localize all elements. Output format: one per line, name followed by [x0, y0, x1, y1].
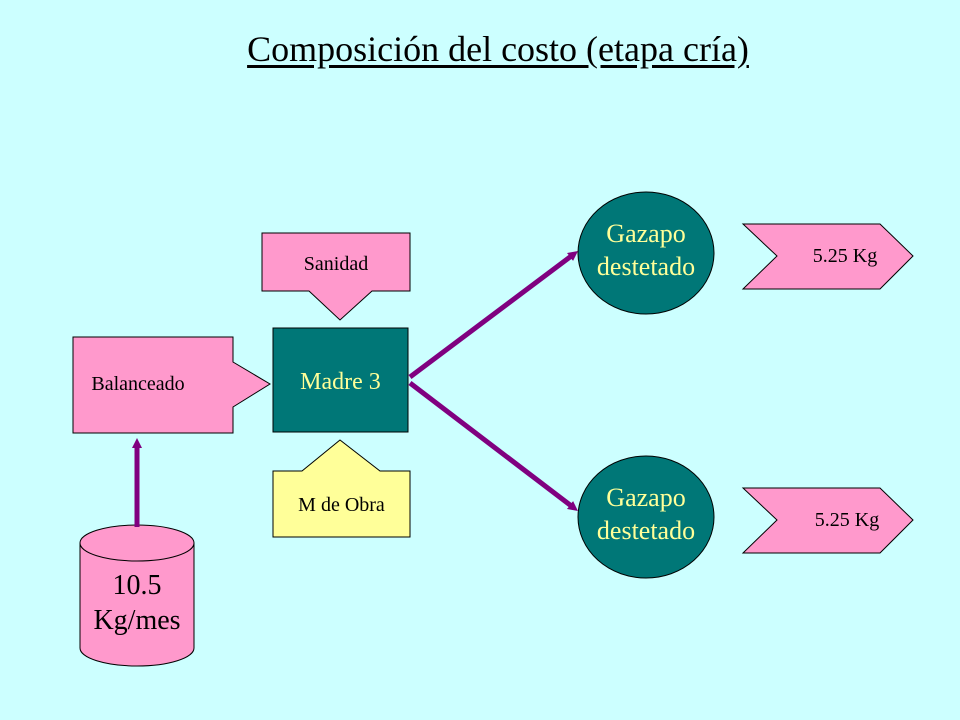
- weight-bottom-label: 5.25 Kg: [814, 508, 880, 531]
- weight-top-chevron: [741, 223, 914, 290]
- sanidad-shape: [261, 232, 411, 321]
- gazapo-bottom-label: Gazapo destetado: [578, 482, 714, 547]
- balanceado-shape: [72, 336, 271, 434]
- weight-bottom-chevron: [741, 487, 914, 554]
- gazapo-top-label: Gazapo destetado: [578, 218, 714, 283]
- gazapo-bottom-line2: destetado: [596, 515, 696, 545]
- gazapo-top-circle: [577, 191, 715, 315]
- gazapo-top-line1: Gazapo: [606, 219, 686, 248]
- madre-label: Madre 3: [300, 369, 381, 395]
- gazapo-bottom-line1: Gazapo: [606, 483, 686, 512]
- sanidad-label: Sanidad: [303, 252, 369, 275]
- mano-obra-label: M de Obra: [298, 493, 385, 516]
- balanceado-label: Balanceado: [91, 372, 185, 395]
- feed-unit: Kg/mes: [93, 605, 181, 636]
- feed-qty: 10.5: [112, 570, 162, 601]
- weight-top-label: 5.25 Kg: [812, 244, 878, 267]
- mano-obra-shape: [272, 439, 411, 538]
- gazapo-bottom-circle: [577, 455, 715, 579]
- madre-to-gazapo-top-arrow: [408, 251, 578, 379]
- page-title: Composición del costo (etapa cría): [247, 29, 749, 69]
- feed-cylinder: [79, 524, 195, 667]
- feed-quantity-label: 10.5 Kg/mes: [80, 568, 194, 638]
- madre-box: [272, 327, 409, 433]
- gazapo-top-line2: destetado: [596, 251, 696, 281]
- madre-to-gazapo-bottom-arrow: [408, 381, 578, 512]
